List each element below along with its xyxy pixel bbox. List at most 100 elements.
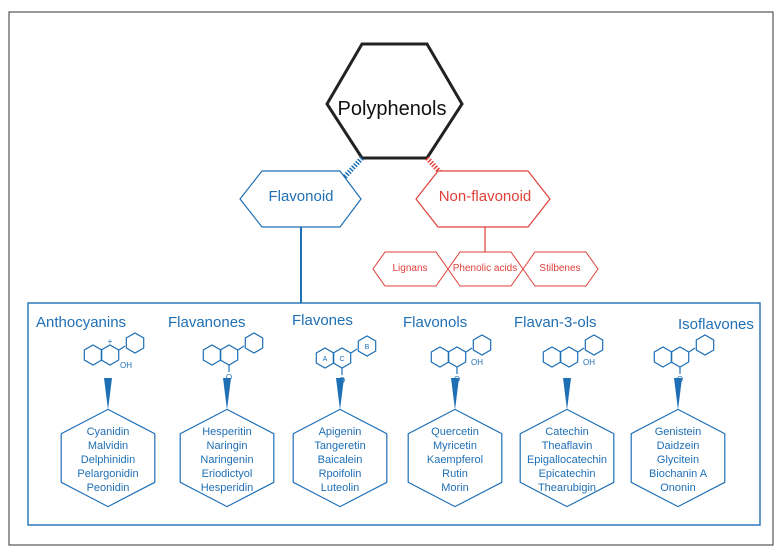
list-item: Glycitein — [656, 454, 700, 466]
list-item: Peonidin — [86, 482, 130, 494]
list-item: Cyanidin — [86, 426, 130, 438]
ring-c — [100, 344, 120, 366]
list-item: Pelargonidin — [77, 468, 139, 480]
list-item: Naringenin — [200, 454, 254, 466]
flavan-3-ol-icon — [542, 334, 604, 368]
examples-hexagon — [60, 408, 156, 508]
stilbenes-label: Stilbenes — [539, 263, 581, 274]
list-item: Hesperitin — [202, 426, 252, 438]
list-item: Hesperidin — [200, 482, 254, 494]
ring-a — [83, 344, 103, 366]
flavan-3-ols-title: Flavan-3-ols — [514, 314, 597, 331]
list-item: Myricetin — [432, 440, 477, 452]
class-group-4: OOH — [407, 334, 503, 508]
classes-layer: +OHOOACBOOHOHO — [60, 332, 726, 508]
bond — [118, 345, 126, 351]
ring-b — [695, 334, 715, 356]
flavanones-examples: Hesperitin Naringin Naringenin Eriodicty… — [171, 425, 283, 495]
list-item: Daidzein — [656, 440, 700, 452]
list-item: Theaflavin — [541, 440, 593, 452]
anthocyanins-title: Anthocyanins — [36, 314, 127, 331]
examples-hexagon — [407, 408, 503, 508]
list-item: Kaempferol — [426, 454, 484, 466]
class-group-1: + OH — [60, 332, 156, 508]
examples-hexagon — [292, 408, 388, 508]
lignans-label: Lignans — [392, 263, 428, 274]
ring-a — [430, 346, 450, 368]
class-group-2: O — [179, 332, 275, 508]
oh-label: OH — [471, 358, 483, 367]
oh-label: OH — [120, 361, 132, 370]
cation-label: + — [108, 337, 113, 346]
flavonols-examples: Quercetin Myricetin Kaempferol Rutin Mor… — [399, 425, 511, 495]
list-item: Apigenin — [318, 426, 362, 438]
oh-label: OH — [583, 358, 595, 367]
ring-label-c: C — [339, 356, 344, 363]
isoflavones-examples: Genistein Daidzein Glycitein Biochanin A… — [622, 425, 734, 495]
arrow-wedge — [451, 378, 459, 410]
list-item: Ononin — [660, 482, 696, 494]
ring-a — [653, 346, 673, 368]
ring-label-b: B — [365, 344, 370, 351]
non-flavonoid-label: Non-flavonoid — [438, 188, 532, 205]
examples-hexagon — [519, 408, 615, 508]
list-item: Rutin — [442, 468, 468, 480]
list-item: Genistein — [654, 426, 702, 438]
stilbenes-hexagon — [522, 251, 599, 287]
ring-a — [542, 346, 562, 368]
bond — [465, 347, 473, 353]
ring-c — [670, 346, 690, 368]
flavylium-cation-icon — [83, 332, 145, 366]
flavan-3-ols-examples: Catechin Theaflavin Epigallocatechin Epi… — [511, 425, 623, 495]
flavanones-title: Flavanones — [168, 314, 246, 331]
ring-a — [202, 344, 222, 366]
flavones-title: Flavones — [292, 312, 353, 329]
ring-c — [447, 346, 467, 368]
list-item: Tangeretin — [314, 440, 366, 452]
flavonols-title: Flavonols — [403, 314, 468, 331]
list-item: Delphinidin — [80, 454, 136, 466]
carbonyl-o-label: O — [226, 373, 232, 382]
class-group-6: O — [630, 334, 726, 508]
non-flavonoid-hexagon — [415, 170, 551, 228]
arrow-wedge — [563, 378, 571, 410]
list-item: Baicalein — [317, 454, 363, 466]
list-item: Quercetin — [431, 426, 479, 438]
isoflavone-icon — [653, 334, 715, 368]
bond — [237, 345, 245, 351]
arrow-wedge — [336, 378, 344, 410]
ring-label-a: A — [323, 356, 328, 363]
anthocyanins-examples: Cyanidin Malvidin Delphinidin Pelargonid… — [52, 425, 164, 495]
phenolic-acids-label: Phenolic acids — [452, 263, 518, 274]
ring-b — [357, 335, 377, 357]
bond — [688, 347, 696, 353]
ring-b — [472, 334, 492, 356]
bond — [577, 347, 585, 353]
outer-frame — [8, 11, 774, 546]
ring-c — [219, 344, 239, 366]
list-item: Epicatechin — [538, 468, 596, 480]
bond — [350, 348, 358, 354]
flavonoid-label: Flavonoid — [268, 188, 334, 205]
class-group-5: OH — [519, 334, 615, 508]
flavonoid-classes-box — [27, 302, 761, 526]
ring-c — [559, 346, 579, 368]
ring-b — [125, 332, 145, 354]
ring-b — [244, 332, 264, 354]
arrow-wedge — [223, 378, 231, 410]
arrow-wedge — [104, 378, 112, 410]
ring-b — [584, 334, 604, 356]
flavonoid-hexagon — [239, 170, 362, 228]
flavanone-icon — [202, 332, 264, 366]
isoflavones-title: Isoflavones — [678, 316, 754, 333]
list-item: Morin — [441, 482, 469, 494]
list-item: Thearubigin — [537, 482, 597, 494]
flavone-icon — [315, 335, 377, 369]
flavones-examples: Apigenin Tangeretin Baicalein Rpoifolin … — [284, 425, 396, 495]
examples-hexagon — [630, 408, 726, 508]
list-item: Biochanin A — [648, 468, 708, 480]
examples-hexagon — [179, 408, 275, 508]
